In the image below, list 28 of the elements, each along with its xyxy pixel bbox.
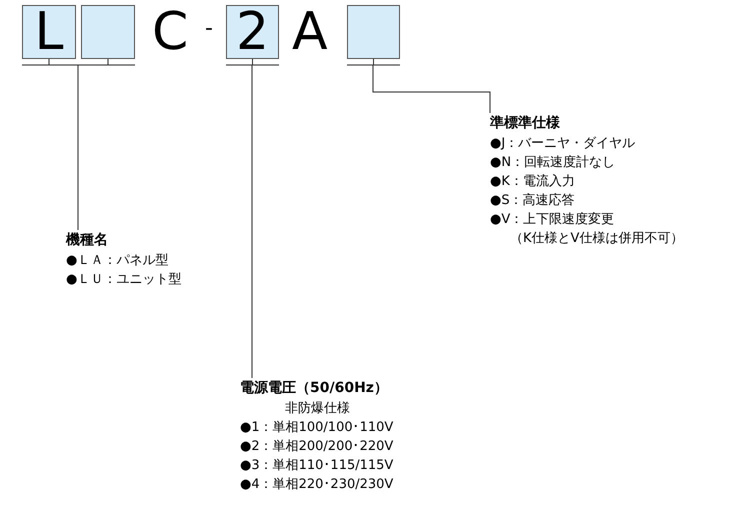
code-letter: 2: [236, 6, 270, 58]
code-letter: -: [205, 18, 213, 40]
option-text: ●3：単相110･115/115V: [240, 457, 394, 475]
option-text: ●1：単相100/100･110V: [240, 419, 394, 437]
option-text: ●S：高速応答: [490, 192, 576, 210]
option-text: ●ＬＵ：ユニット型: [66, 271, 182, 289]
option-text: ●2：単相200/200･220V: [240, 438, 394, 456]
heading: 準標準仕様: [490, 114, 561, 133]
code-letter: L: [34, 6, 64, 58]
code-box: [81, 5, 135, 59]
heading: 機種名: [66, 231, 109, 250]
code-letter: A: [292, 6, 328, 58]
option-text: ●ＬＡ：パネル型: [66, 252, 170, 270]
leader-line: [372, 58, 490, 114]
leader-line: [78, 58, 108, 230]
code-box: [226, 5, 279, 59]
option-text: 非防爆仕様: [284, 400, 351, 418]
heading: 電源電圧（50/60Hz）: [240, 379, 389, 398]
option-text: ●J：バーニヤ・ダイヤル: [490, 135, 636, 153]
code-letter: C: [152, 6, 188, 58]
option-text: ●V：上下限速度変更: [490, 211, 616, 229]
option-text: （K仕様とV仕様は併用不可）: [509, 230, 684, 248]
option-text: ●K：電流入力: [490, 173, 576, 191]
option-text: ●4：単相220･230/230V: [240, 476, 394, 494]
code-box: [22, 5, 76, 59]
leader-line: [252, 58, 253, 378]
option-text: ●N：回転速度計なし: [490, 154, 616, 172]
code-box: [347, 5, 400, 59]
